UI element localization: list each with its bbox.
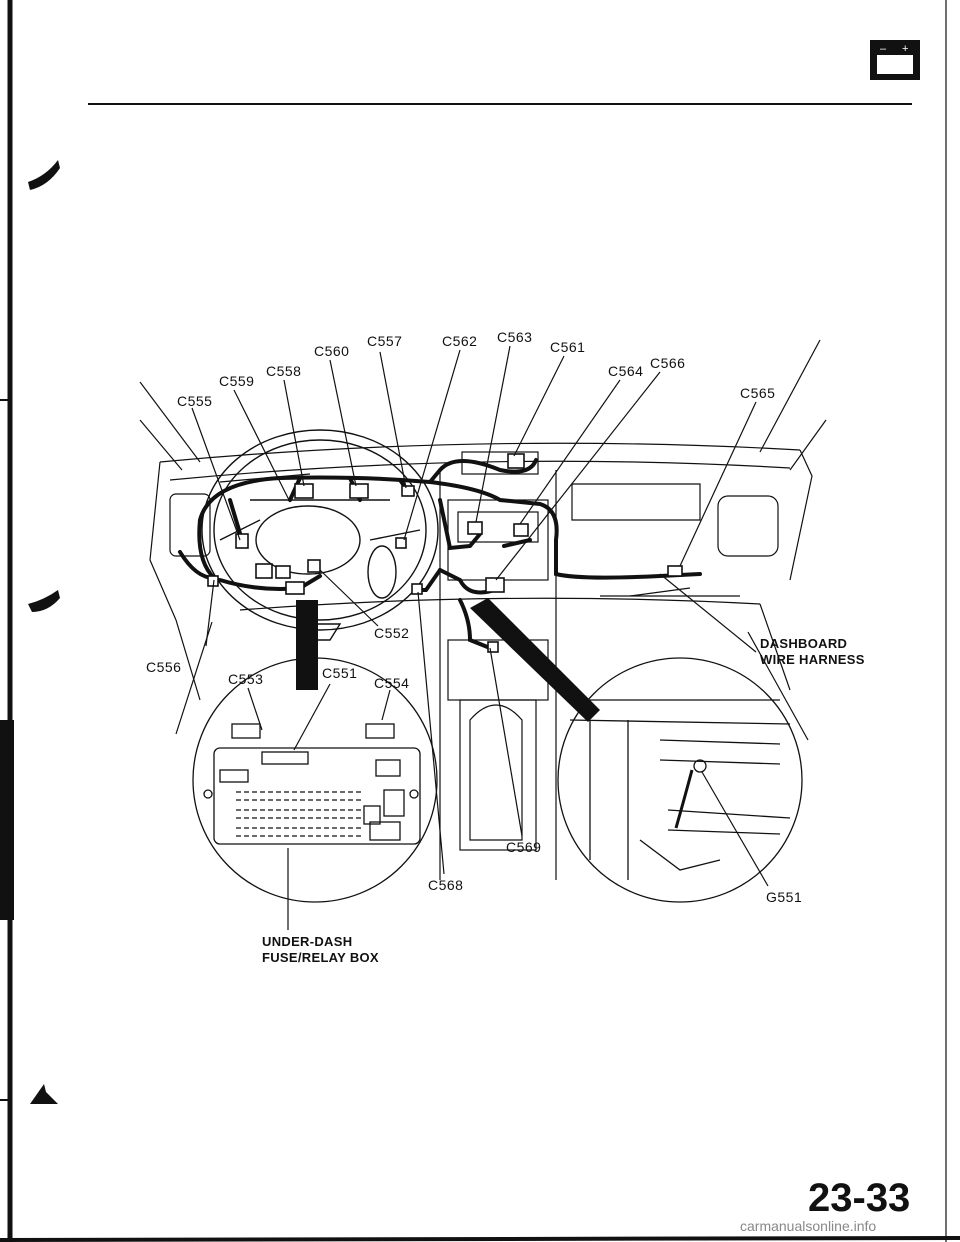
label-c568: C568 bbox=[428, 877, 463, 893]
label-c555: C555 bbox=[177, 393, 212, 409]
label-c551: C551 bbox=[322, 665, 357, 681]
battery-minus-icon: – bbox=[880, 43, 887, 55]
battery-icon: – + bbox=[870, 40, 920, 80]
watermark: carmanualsonline.info bbox=[740, 1218, 877, 1234]
label-c559: C559 bbox=[219, 373, 254, 389]
label-c563: C563 bbox=[497, 329, 532, 345]
label-c569: C569 bbox=[506, 839, 541, 855]
label-c557: C557 bbox=[367, 333, 402, 349]
label-c564: C564 bbox=[608, 363, 643, 379]
steering-wheel bbox=[201, 429, 439, 641]
leader-lines bbox=[191, 345, 769, 930]
label-fuse-box-line1: UNDER-DASH bbox=[262, 934, 352, 949]
label-dashboard-harness-line1: DASHBOARD bbox=[760, 636, 847, 651]
label-g551: G551 bbox=[766, 889, 802, 905]
page-number: 23-33 bbox=[808, 1176, 911, 1220]
fuse-box-inset bbox=[192, 657, 438, 903]
label-dashboard-harness-line2: WIRE HARNESS bbox=[760, 652, 865, 667]
label-c554: C554 bbox=[374, 675, 409, 691]
label-c561: C561 bbox=[550, 339, 585, 355]
ground-bolt-icon bbox=[693, 759, 707, 773]
label-c552: C552 bbox=[374, 625, 409, 641]
label-c562: C562 bbox=[442, 333, 477, 349]
harness-arrow-to-inset bbox=[470, 598, 600, 722]
label-c553: C553 bbox=[228, 671, 263, 687]
section-marks bbox=[28, 160, 60, 1104]
label-c558: C558 bbox=[266, 363, 301, 379]
label-c566: C566 bbox=[650, 355, 685, 371]
label-c565: C565 bbox=[740, 385, 775, 401]
label-c556: C556 bbox=[146, 659, 181, 675]
battery-plus-icon: + bbox=[902, 43, 908, 55]
label-fuse-box-line2: FUSE/RELAY BOX bbox=[262, 950, 379, 965]
label-c560: C560 bbox=[314, 343, 349, 359]
ground-point-inset bbox=[557, 657, 803, 903]
harness-wedge bbox=[296, 600, 318, 690]
